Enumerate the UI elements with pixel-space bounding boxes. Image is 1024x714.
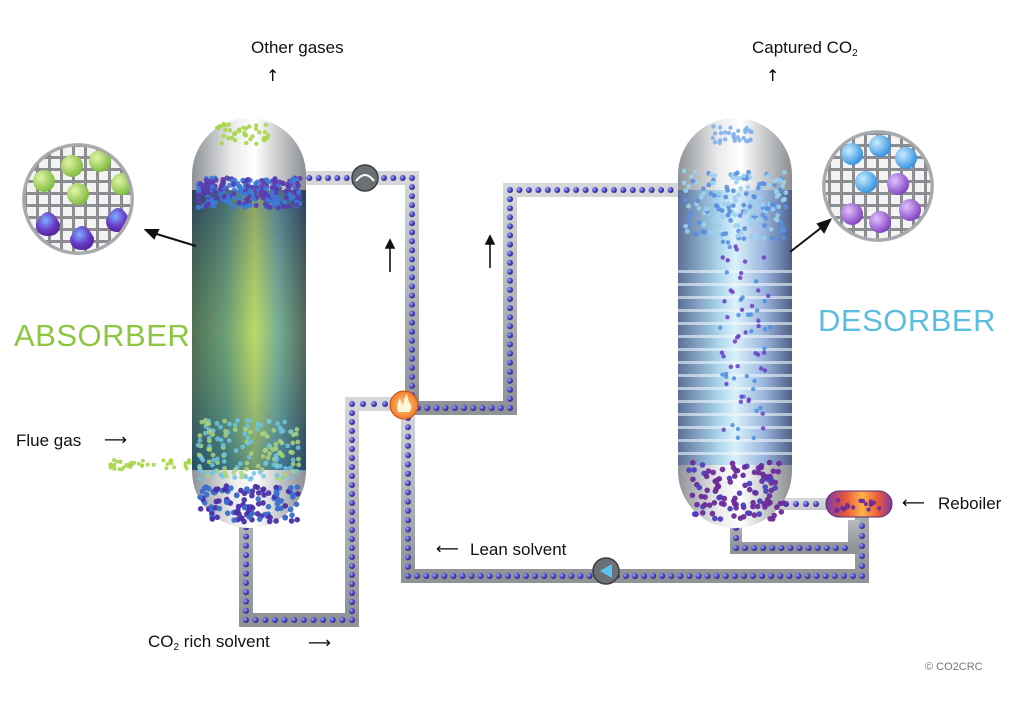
other-gases-label: Other gases bbox=[251, 38, 344, 57]
absorber-solvent-droplets bbox=[108, 122, 303, 525]
captured-co2-label: Captured CO2 bbox=[752, 38, 858, 59]
molecule-magnifier-icon bbox=[822, 130, 934, 242]
arrow-up-icon: ↑ bbox=[266, 66, 280, 85]
arrow-up-icon: ↑ bbox=[766, 66, 780, 85]
absorber-title: ABSORBER bbox=[14, 318, 191, 353]
pump-icon bbox=[592, 557, 620, 585]
lean-solvent-label: Lean solvent bbox=[470, 540, 567, 559]
arrow-left-icon: ⟵ bbox=[436, 539, 459, 558]
pipe-to-desorber bbox=[404, 183, 690, 415]
molecule-magnifier-icon bbox=[22, 143, 134, 255]
flue-gas-label: Flue gas bbox=[16, 431, 82, 450]
heat-exchanger-icon bbox=[351, 164, 379, 192]
pipe-absorber-top-outlet bbox=[300, 171, 419, 404]
reboiler bbox=[825, 490, 893, 518]
desorber-column bbox=[678, 118, 792, 528]
flame-icon bbox=[389, 390, 419, 420]
arrow-left-icon: ⟵ bbox=[902, 493, 925, 512]
flow-arrows bbox=[384, 234, 496, 272]
arrow-right-icon: ⟶ bbox=[308, 633, 331, 652]
reboiler-label: Reboiler bbox=[938, 494, 1002, 513]
arrow-right-icon: ⟶ bbox=[104, 430, 127, 449]
copyright-notice: © CO2CRC bbox=[925, 661, 983, 673]
desorber-solvent-droplets bbox=[681, 124, 789, 522]
desorber-packing-bands bbox=[678, 270, 792, 455]
rich-solvent-label: CO2 rich solvent bbox=[148, 632, 270, 653]
desorber-title: DESORBER bbox=[818, 303, 996, 338]
absorber-column bbox=[108, 118, 306, 528]
magnifier-pointer-arrows bbox=[143, 218, 832, 253]
